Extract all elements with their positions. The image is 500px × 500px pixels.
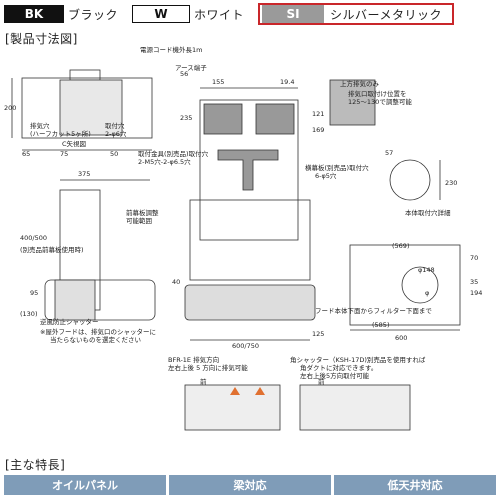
dim-600: 600 — [395, 334, 407, 342]
dim-600-750: 600/750 — [232, 342, 259, 350]
exhaust-opening — [59, 79, 123, 136]
color-swatch-w[interactable]: W — [132, 5, 191, 23]
hood-front-panel — [189, 199, 311, 281]
arrow-icon — [230, 387, 240, 395]
feature-beam: 梁対応 — [169, 475, 331, 495]
dim-194: 194 — [470, 289, 482, 297]
label-adapter1: 排気口取付け位置を — [348, 89, 407, 98]
dimension-diagram: 電源コード機外長1m アース端子 排気穴 (ハーフカット5ヶ所) 取付穴 2-φ… — [4, 45, 482, 431]
label-shutter-sub2: 左右上後5方向取付可能 — [300, 371, 370, 380]
label-backflow: 逆風防止シャッター — [40, 317, 99, 326]
dim-169: 169 — [312, 126, 324, 134]
label-front-right: 前 — [318, 377, 325, 386]
label-c-view: C矢視図 — [62, 139, 86, 148]
label-hole: 取付穴 — [105, 121, 125, 130]
label-note1: ※屋外フードは、排気口のシャッターに — [40, 327, 156, 336]
dim-230: 230 — [445, 179, 457, 187]
arrow-icon — [255, 387, 265, 395]
color-name-w: ホワイト — [194, 7, 245, 22]
hood-body-side — [44, 279, 156, 321]
label-adapter2: 125～130で調整可能 — [348, 97, 412, 106]
feature-oil-panel: オイルパネル — [4, 475, 166, 495]
dim-400-500: 400/500 — [20, 234, 47, 242]
color-swatch-si[interactable]: SI — [262, 5, 325, 23]
hood-top-view — [199, 99, 299, 241]
dim-19-4: 19.4 — [280, 78, 294, 86]
label-note2: 当たらないものを選定ください — [50, 335, 141, 344]
dim-70: 70 — [470, 254, 478, 262]
label-hole-b: 2-φ6穴 — [105, 129, 127, 138]
dim-200: 200 — [4, 104, 16, 112]
label-shutter-sub1: 角ダクトに対応できます。 — [300, 363, 377, 372]
color-name-bk: ブラック — [68, 7, 119, 22]
label-phi: φ — [425, 289, 429, 297]
label-shutter: 角シャッター（KSH-17D)別売品を使用すれば — [290, 355, 426, 364]
dim-155: 155 — [212, 78, 224, 86]
motor-block-left — [203, 103, 243, 135]
exhaust-collar — [69, 69, 101, 81]
dim-56: 56 — [180, 70, 188, 78]
dim-125: 125 — [312, 330, 324, 338]
label-earth: アース端子 — [175, 63, 207, 72]
dim-50: 50 — [110, 150, 118, 158]
label-bfr: BFR-1E 排気方向 — [168, 355, 219, 364]
color-name-si: シルバーメタリック — [330, 7, 443, 22]
label-fitting2: 2-M5穴-2-φ6.5穴 — [138, 157, 191, 166]
dim-585: (585) — [372, 321, 389, 329]
exhaust-circle-right — [401, 266, 439, 304]
dim-pos: (別売品前幕板使用時) — [20, 245, 84, 254]
dim-235: 235 — [180, 114, 192, 122]
dim-40: 40 — [172, 278, 180, 286]
dim-375: 375 — [78, 170, 90, 178]
label-body-hole: 本体取付穴詳細 — [405, 208, 451, 217]
dim-130: (130) — [20, 310, 37, 318]
upper-exhaust-square — [329, 79, 376, 126]
feature-low-ceiling: 低天井対応 — [334, 475, 496, 495]
shutter-unit-illustration — [299, 384, 411, 431]
label-front-plate2: 可能範囲 — [126, 216, 152, 225]
hood-right-view — [349, 244, 461, 326]
label-half-cut: (ハーフカット5ヶ所) — [30, 129, 91, 138]
label-upper-exhaust: 上方排気のみ — [340, 79, 380, 88]
label-exhaust: 排気穴 — [30, 121, 50, 130]
label-power-cord: 電源コード機外長1m — [140, 45, 202, 54]
dim-121: 121 — [312, 110, 324, 118]
label-side-plate2: 6-φ5穴 — [315, 171, 337, 180]
duct-tee — [217, 149, 279, 191]
dim-65: 65 — [22, 150, 30, 158]
section-title-features: [主な特長] — [5, 458, 66, 472]
color-swatch-bk[interactable]: BK — [4, 5, 64, 23]
body-hole-circle — [389, 159, 431, 201]
hood-side-view — [21, 77, 153, 139]
motor-block-right — [255, 103, 295, 135]
color-options: BK ブラック W ホワイト SI シルバーメタリック — [4, 3, 455, 25]
label-side-plate1: 横幕板(別売品)取付穴 — [305, 163, 369, 172]
label-filter-low: フード本体下面からフィルター下面まで — [315, 306, 432, 315]
dim-569: (569) — [392, 242, 409, 250]
hood-front-body — [184, 284, 316, 321]
feature-bar: オイルパネル 梁対応 低天井対応 — [4, 475, 496, 495]
label-front-plate1: 前幕板調整 — [126, 208, 159, 217]
label-front-left: 前 — [200, 377, 207, 386]
dim-35: 35 — [470, 278, 478, 286]
bfr-unit-illustration — [184, 384, 281, 431]
dim-57: 57 — [385, 149, 393, 157]
label-fitting1: 取付金具(別売品)取付穴 — [138, 149, 209, 158]
label-bfr-sub: 左右上後 5 方向に排気可能 — [168, 363, 248, 372]
dim-75: 75 — [60, 150, 68, 158]
dim-148: φ148 — [418, 266, 435, 274]
dim-95: 95 — [30, 289, 38, 297]
section-title-dimensions: [製品寸法図] — [5, 32, 78, 46]
color-option-si-selected[interactable]: SI シルバーメタリック — [258, 3, 455, 25]
